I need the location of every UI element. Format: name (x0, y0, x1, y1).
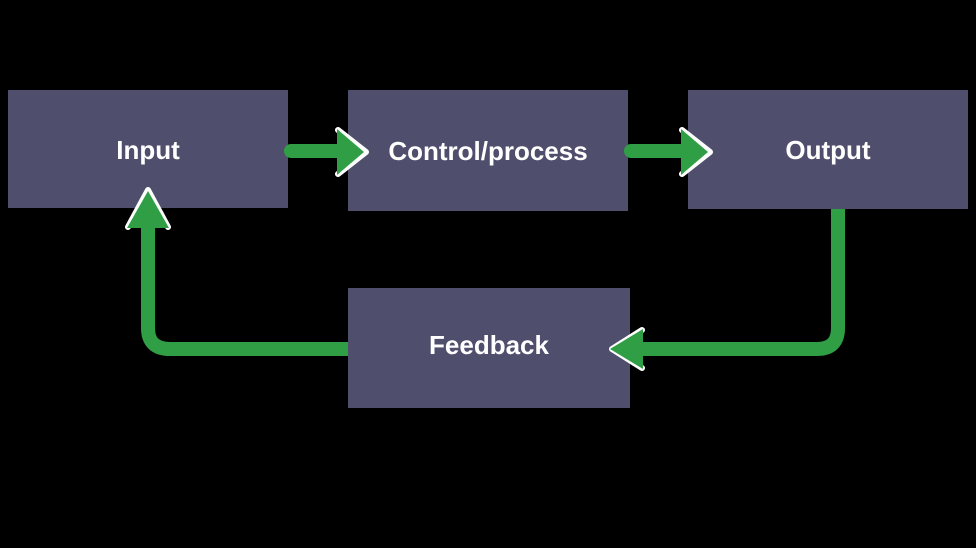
output-box (688, 90, 968, 209)
right-arrowhead-icon (681, 129, 708, 175)
control-process-box (348, 90, 628, 211)
arrowhead-outline (679, 127, 713, 177)
feedback-label: Feedback (429, 330, 549, 360)
node-control-process: Control/process (348, 90, 628, 211)
control-process-label: Control/process (388, 136, 587, 166)
arrow-shaft (141, 222, 348, 356)
output-label: Output (785, 135, 871, 165)
edge-control-to-output-arrow (624, 127, 713, 177)
edge-feedback-to-input-arrow (125, 187, 348, 356)
feedback-box (348, 288, 630, 408)
edge-output-to-feedback-arrow (609, 209, 845, 371)
node-feedback: Feedback (348, 288, 630, 408)
edge-input-to-control-arrow (284, 127, 369, 177)
arrow-shaft (642, 209, 845, 356)
left-arrowhead-icon (610, 329, 643, 369)
arrowhead-outline (335, 127, 369, 177)
up-arrowhead-icon (127, 191, 169, 228)
node-output: Output (688, 90, 968, 209)
input-label: Input (116, 135, 180, 165)
right-arrowhead-icon (337, 129, 364, 175)
